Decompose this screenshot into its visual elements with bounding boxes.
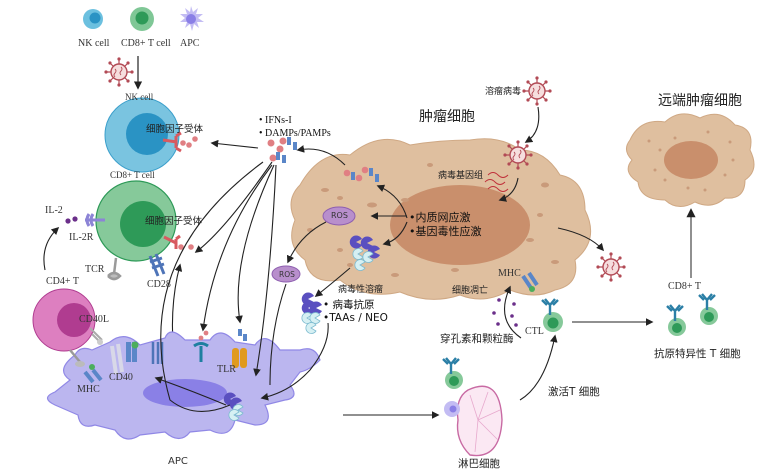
- cytokine-receptor-label: 细胞因子受体: [145, 216, 203, 227]
- il2r-icon: [85, 213, 105, 227]
- tumor-arrows: [260, 106, 696, 419]
- nk-cell: [104, 97, 198, 173]
- activate-t-label: 激活T 细胞: [548, 386, 600, 398]
- apc-cell: [46, 329, 321, 440]
- lymph-node: [441, 356, 503, 457]
- signal-arrows: [154, 161, 277, 412]
- signal-damps: • DAMPs/PAMPs: [259, 128, 331, 139]
- ros-badge-1: [322, 206, 356, 226]
- tumor-cell: [290, 138, 592, 300]
- released-virus-icon: [595, 251, 627, 283]
- cd28-label: CD28: [147, 279, 171, 290]
- apoptosis-label: 细胞凋亡: [452, 286, 489, 296]
- tcr-icon: [107, 257, 122, 281]
- mhc-apc-label: MHC: [77, 384, 100, 395]
- nk-cell-label: NK cell: [125, 92, 154, 102]
- perforin-label: 穿孔素和颗粒酶: [440, 333, 514, 345]
- cd40l-label: CD40L: [79, 314, 109, 325]
- cd8-t-cell: [65, 180, 194, 281]
- legend-cd8-cell-icon: [130, 7, 154, 31]
- cytokine-cluster-icon: [267, 137, 297, 163]
- antigen-specific-t-cells: [665, 292, 718, 336]
- oncolytic-virus-label: 溶瘤病毒: [485, 87, 522, 97]
- cytokine-receptor-icon: [162, 131, 182, 153]
- perforin-dots: [492, 298, 518, 327]
- cd40-icon: [110, 343, 124, 375]
- legend-cd8-label: CD8+ T cell: [121, 38, 171, 49]
- tlr-label: TLR: [217, 364, 236, 375]
- ctl-cell: [540, 297, 563, 332]
- tumor-cell-title: 肿瘤细胞: [419, 109, 475, 125]
- mhc-icon: [89, 364, 95, 370]
- mhc-tumor-icon: [521, 271, 539, 292]
- cd8-t-label: CD8+ T: [668, 281, 701, 292]
- cytokine-receptor-label: 细胞因子受体: [146, 124, 204, 135]
- ros-label-1: ROS: [331, 211, 348, 220]
- tlr-icon: [232, 348, 239, 368]
- cd40-label: CD40: [109, 372, 133, 383]
- ctl-label: CTL: [525, 326, 544, 337]
- cd8-t-cell-label: CD8+ T cell: [110, 170, 155, 180]
- ros-badge-2: [271, 265, 301, 283]
- antigen-list: • 病毒抗原 •TAAs / NEO: [323, 299, 388, 325]
- arrow: [43, 226, 60, 271]
- il2-label: IL-2: [45, 205, 63, 216]
- stress-list: •内质网应激 •基因毒性应激: [409, 211, 482, 239]
- legend-nk-cell-icon: [83, 9, 103, 29]
- lymph-node-label: 淋巴细胞: [458, 458, 500, 470]
- stress-genotoxic: •基因毒性应激: [409, 225, 482, 238]
- mhc-tumor-label: MHC: [498, 268, 521, 279]
- stress-er: •内质网应激: [409, 211, 471, 224]
- antigen-viral: • 病毒抗原: [323, 299, 375, 311]
- signals-list: • IFNs-I • DAMPs/PAMPs: [259, 114, 331, 140]
- legend-nk-label: NK cell: [78, 38, 110, 49]
- tcr-label: TCR: [85, 264, 105, 275]
- virus-icon: [103, 56, 135, 88]
- ros-label-2: ROS: [279, 270, 295, 279]
- viral-genome-label: 病毒基因组: [438, 171, 484, 181]
- antigen-taas: •TAAs / NEO: [323, 312, 388, 324]
- viral-lysis-label: 病毒性溶瘤: [338, 285, 384, 295]
- viral-genome-icon: [484, 172, 509, 192]
- cd28-icon: [148, 253, 166, 277]
- distant-tumor-cell: [626, 113, 755, 207]
- legend-apc-icon: [180, 6, 204, 31]
- cd4-t-label: CD4+ T: [46, 276, 79, 287]
- distant-tumor-title: 远端肿瘤细胞: [658, 93, 742, 109]
- legend-apc-label: APC: [180, 38, 200, 49]
- antigen-specific-t-label: 抗原特异性 T 细胞: [654, 348, 741, 360]
- apc-label: APC: [168, 456, 188, 467]
- oncolytic-virus-icon: [521, 75, 553, 107]
- signal-ifns: • IFNs-I: [259, 115, 292, 126]
- antigen-icons: [301, 292, 322, 334]
- arrow: [210, 139, 259, 149]
- cd4-t-cell: [32, 288, 103, 367]
- il2r-label: IL-2R: [69, 232, 94, 243]
